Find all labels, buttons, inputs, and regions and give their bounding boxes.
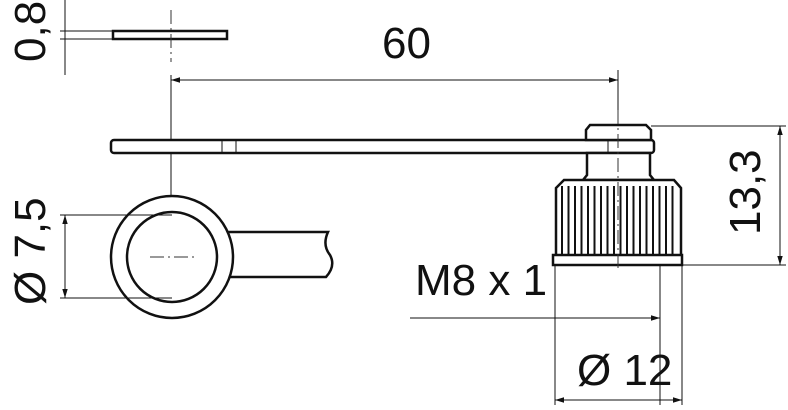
length-label: 60	[382, 19, 431, 68]
strap-side-view	[109, 138, 656, 155]
thread-label: M8 x 1	[415, 256, 547, 305]
cap-diameter-label: Ø 12	[577, 346, 672, 395]
length-dimension: 60	[170, 19, 619, 200]
plate-thickness-view: 0,8	[6, 0, 229, 75]
cap-side-view	[551, 110, 684, 270]
ring-diameter-label: Ø 7,5	[6, 197, 55, 305]
thickness-label: 0,8	[6, 1, 55, 62]
thread-dimension: M8 x 1	[410, 256, 661, 405]
ring-top-view: Ø 7,5	[6, 194, 334, 320]
height-dimension: 13,3	[651, 125, 786, 266]
height-label: 13,3	[721, 149, 770, 235]
cap-diameter-dimension: Ø 12	[554, 265, 683, 405]
